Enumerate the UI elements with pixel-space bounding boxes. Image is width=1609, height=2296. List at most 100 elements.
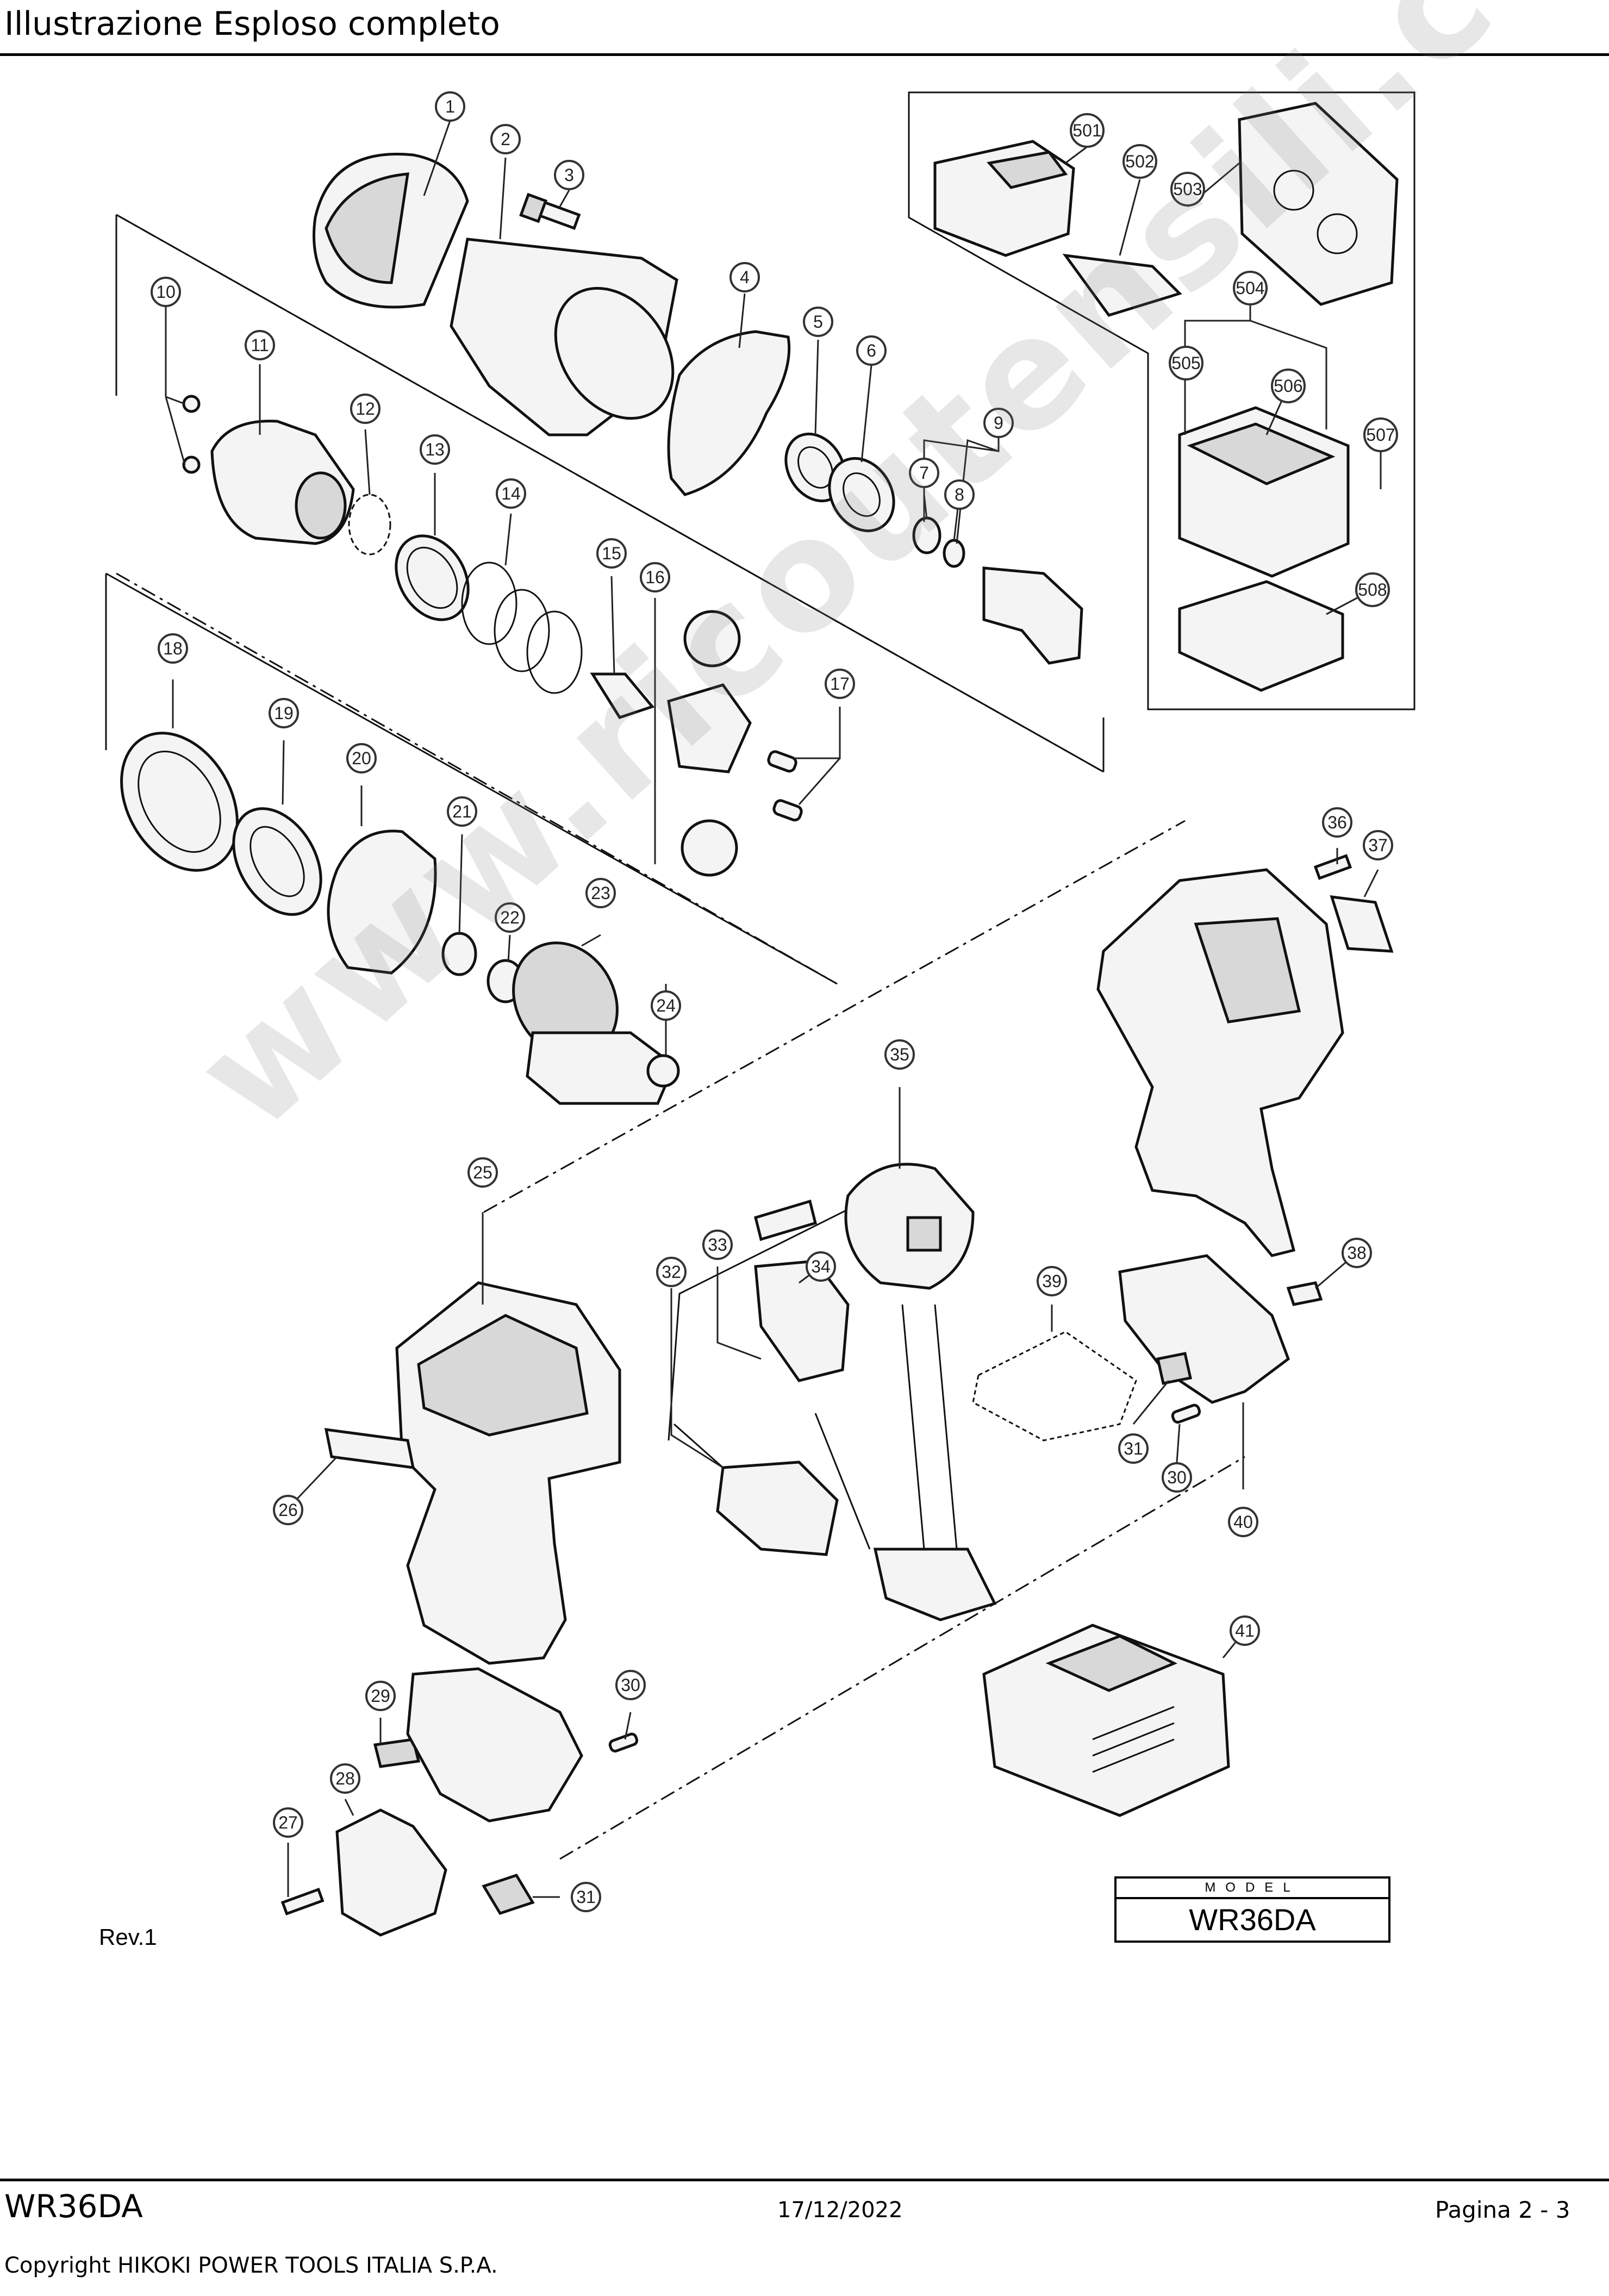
svg-text:14: 14 [501, 484, 521, 503]
svg-text:31: 31 [1124, 1439, 1143, 1458]
footer-model: WR36DA [4, 2188, 143, 2225]
svg-text:26: 26 [278, 1500, 298, 1520]
svg-text:4: 4 [740, 267, 750, 287]
callout-27: 27 [273, 1807, 303, 1838]
callout-505: 505 [1169, 346, 1203, 380]
svg-text:502: 502 [1125, 152, 1154, 171]
part-34-switch [754, 1259, 850, 1382]
svg-text:13: 13 [425, 440, 445, 459]
part-18-ring-gear [120, 732, 239, 872]
part-24-bearing [646, 1054, 680, 1088]
callout-32: 32 [656, 1257, 687, 1287]
svg-text:17: 17 [830, 674, 850, 694]
part-33-label [753, 1199, 818, 1241]
callout-6: 6 [856, 335, 887, 366]
svg-text:12: 12 [356, 399, 375, 419]
callout-37: 37 [1363, 830, 1393, 860]
part-40-battery-cover [1118, 1254, 1290, 1404]
part-30-pin-right [1171, 1403, 1201, 1424]
svg-text:38: 38 [1347, 1243, 1367, 1263]
callout-16: 16 [640, 562, 670, 592]
callout-41: 41 [1230, 1615, 1260, 1646]
model-name: WR36DA [1189, 1902, 1316, 1937]
callout-7: 7 [909, 458, 939, 488]
callout-24: 24 [651, 990, 681, 1021]
housing-right-half [1096, 868, 1344, 1257]
callout-502: 502 [1122, 144, 1157, 179]
svg-text:24: 24 [656, 996, 676, 1015]
callout-5: 5 [803, 307, 833, 337]
svg-text:25: 25 [473, 1163, 492, 1182]
svg-text:32: 32 [662, 1262, 681, 1282]
part-32-controller [673, 1304, 997, 1621]
part-20-cover [327, 829, 437, 975]
revision-label: Rev.1 [99, 1924, 157, 1950]
svg-text:507: 507 [1366, 425, 1395, 445]
part-27-screw [280, 1887, 325, 1916]
footer-page-number: Pagina 2 - 3 [1435, 2197, 1570, 2223]
callout-1: 1 [435, 91, 465, 122]
part-39-gasket [972, 1331, 1137, 1442]
svg-text:5: 5 [813, 312, 823, 332]
callout-29: 29 [365, 1681, 396, 1711]
svg-text:1: 1 [445, 97, 455, 116]
callout-507: 507 [1363, 417, 1398, 452]
page-title: Illustrazione Esploso completo [4, 5, 500, 43]
part-2-hammer-case [450, 238, 678, 436]
svg-text:19: 19 [274, 703, 294, 723]
svg-text:22: 22 [500, 908, 520, 927]
callout-20: 20 [346, 743, 377, 773]
callout-506: 506 [1271, 369, 1306, 403]
part-10-balls [182, 395, 201, 474]
svg-text:508: 508 [1358, 580, 1387, 600]
header-rule [0, 53, 1609, 56]
callout-25: 25 [467, 1157, 498, 1188]
model-label: MODEL [1117, 1879, 1388, 1899]
part-11-hammer [210, 420, 355, 545]
part-17-pins [767, 750, 803, 822]
part-36-screw [1313, 854, 1352, 880]
part-37-label [1330, 895, 1394, 953]
part-503-case [1238, 102, 1399, 306]
callout-14: 14 [496, 478, 526, 509]
callout-8: 8 [944, 479, 975, 510]
callout-30-right: 30 [1162, 1462, 1192, 1493]
svg-text:18: 18 [163, 639, 183, 658]
callout-31-right: 31 [1118, 1433, 1149, 1464]
part-9-anvil [982, 566, 1083, 665]
part-41-battery [982, 1624, 1230, 1817]
svg-text:37: 37 [1368, 835, 1388, 855]
svg-text:39: 39 [1042, 1271, 1062, 1291]
part-508-insert [1178, 580, 1344, 692]
part-1-hammer-cover [313, 152, 469, 309]
svg-text:34: 34 [811, 1257, 831, 1276]
part-30-pin-left [608, 1732, 639, 1753]
part-12-steel-balls [348, 494, 391, 556]
svg-text:30: 30 [621, 1675, 640, 1695]
callout-2: 2 [490, 124, 521, 154]
part-26-label [324, 1428, 415, 1469]
svg-text:505: 505 [1171, 353, 1200, 373]
svg-text:21: 21 [452, 802, 472, 821]
callout-30-left: 30 [615, 1670, 646, 1700]
part-502-adapter [1062, 253, 1182, 317]
footer-date: 17/12/2022 [777, 2198, 903, 2223]
part-4-gasket [667, 330, 791, 496]
callout-4: 4 [729, 262, 760, 292]
svg-text:501: 501 [1072, 121, 1101, 140]
callout-13: 13 [420, 434, 450, 465]
callout-18: 18 [158, 633, 188, 664]
footer-rule [0, 2179, 1609, 2181]
part-29-label [373, 1738, 421, 1768]
part-25-housing [395, 1281, 621, 1665]
callout-508: 508 [1355, 572, 1390, 607]
part-19-bearing [232, 807, 322, 916]
part-35-stator [844, 1163, 975, 1290]
callout-38: 38 [1342, 1238, 1372, 1268]
callout-12: 12 [350, 394, 381, 424]
svg-text:30: 30 [1167, 1468, 1187, 1487]
svg-text:6: 6 [866, 341, 876, 360]
svg-text:35: 35 [890, 1045, 909, 1064]
callout-11: 11 [245, 330, 275, 360]
svg-text:16: 16 [645, 567, 665, 587]
